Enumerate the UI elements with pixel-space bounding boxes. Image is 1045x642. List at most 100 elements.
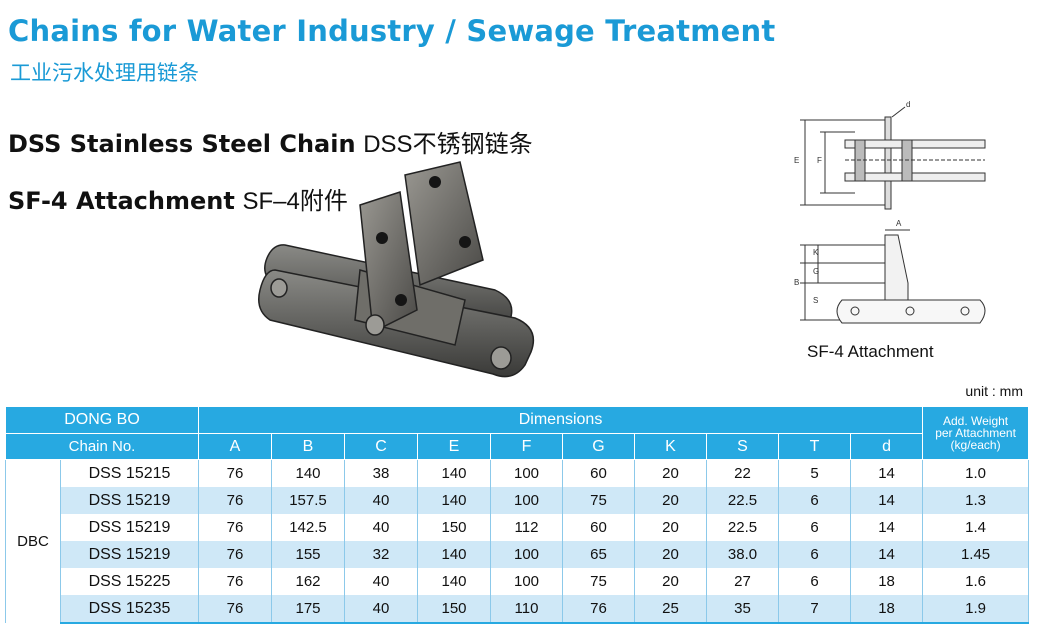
col-header-B: B <box>271 433 345 460</box>
table-row: DSS 15235 76 175 40 150 110 76 25 35 7 1… <box>6 595 1030 624</box>
dim-label-S: S <box>813 296 818 305</box>
cell-A: 76 <box>198 568 272 595</box>
cell-G: 60 <box>562 514 635 541</box>
cell-B: 162 <box>271 568 345 595</box>
col-header-S: S <box>706 433 779 460</box>
cell-weight: 1.45 <box>922 541 1030 568</box>
cell-A: 76 <box>198 541 272 568</box>
cell-B: 175 <box>271 595 345 624</box>
chain-no-cell: DSS 15215 <box>60 459 199 487</box>
page-subtitle: 工业污水处理用链条 <box>10 61 199 85</box>
cell-S: 35 <box>706 595 779 624</box>
cell-B: 140 <box>271 459 345 487</box>
chain-no-header: Chain No. <box>5 433 199 460</box>
drawing-caption: SF-4 Attachment <box>807 342 934 361</box>
table-row: DSS 15219 76 157.5 40 140 100 75 20 22.5… <box>6 487 1030 514</box>
cell-K: 20 <box>634 459 707 487</box>
cell-B: 155 <box>271 541 345 568</box>
cell-K: 25 <box>634 595 707 624</box>
cell-K: 20 <box>634 514 707 541</box>
cell-C: 40 <box>344 514 418 541</box>
col-header-d: d <box>849 433 924 460</box>
unit-label: unit : mm <box>965 383 1023 399</box>
dim-label-d: d <box>906 100 910 109</box>
cell-C: 40 <box>344 487 418 514</box>
dimensions-header: Dimensions <box>197 406 924 434</box>
cell-A: 76 <box>198 487 272 514</box>
dim-label-F: F <box>817 156 822 165</box>
cell-F: 100 <box>490 568 563 595</box>
attachment-technical-drawing: d E F A B K G S <box>794 100 986 324</box>
dim-label-K: K <box>813 248 819 257</box>
cell-weight: 1.9 <box>922 595 1030 624</box>
cell-A: 76 <box>198 514 272 541</box>
cell-K: 20 <box>634 487 707 514</box>
chain-heading-chinese: DSS不锈钢链条 <box>363 131 533 158</box>
cell-F: 100 <box>490 459 563 487</box>
attachment-heading-english: SF-4 Attachment <box>8 187 235 215</box>
table-row: DBC DSS 15215 76 140 38 140 100 60 20 22… <box>5 459 1030 623</box>
cell-E: 140 <box>417 568 491 595</box>
cell-E: 140 <box>417 541 491 568</box>
dim-label-G: G <box>813 267 819 276</box>
cell-A: 76 <box>198 459 272 487</box>
cell-G: 75 <box>562 568 635 595</box>
page-title: Chains for Water Industry / Sewage Treat… <box>8 14 776 48</box>
chain-no-cell: DSS 15219 <box>60 514 199 541</box>
chain-heading-english: DSS Stainless Steel Chain <box>8 130 356 158</box>
group-cell: DBC <box>5 459 61 623</box>
cell-T: 6 <box>778 541 851 568</box>
cell-T: 5 <box>778 459 851 487</box>
cell-E: 150 <box>417 514 491 541</box>
chain-no-cell: DSS 15225 <box>60 568 199 595</box>
cell-E: 140 <box>417 459 491 487</box>
table-row: DSS 15219 76 155 32 140 100 65 20 38.0 6… <box>6 541 1030 568</box>
cell-F: 100 <box>490 487 563 514</box>
col-header-C: C <box>344 433 418 460</box>
cell-d: 14 <box>849 487 924 514</box>
add-weight-line1: Add. Weight <box>942 414 1009 428</box>
cell-K: 20 <box>634 541 707 568</box>
table-row: DSS 15225 76 162 40 140 100 75 20 27 6 1… <box>6 568 1030 595</box>
cell-B: 157.5 <box>271 487 345 514</box>
chain-no-cell: DSS 15219 <box>60 487 199 514</box>
col-header-K: K <box>634 433 707 460</box>
cell-S: 22.5 <box>706 487 779 514</box>
cell-S: 38.0 <box>706 541 779 568</box>
chain-heading: DSS Stainless Steel Chain DSS不锈钢链条 <box>8 124 533 159</box>
cell-G: 60 <box>562 459 635 487</box>
cell-d: 18 <box>849 595 924 624</box>
cell-T: 6 <box>778 487 851 514</box>
cell-S: 22 <box>706 459 779 487</box>
chain-product-photo <box>258 161 535 378</box>
cell-weight: 1.4 <box>922 514 1030 541</box>
col-header-G: G <box>562 433 635 460</box>
cell-d: 18 <box>849 568 924 595</box>
attachment-heading-chinese: SF–4附件 <box>242 188 348 215</box>
attachment-heading: SF-4 Attachment SF–4附件 <box>8 181 348 216</box>
cell-E: 150 <box>417 595 491 624</box>
table-row: DSS 15219 76 142.5 40 150 112 60 20 22.5… <box>6 514 1030 541</box>
cell-d: 14 <box>849 541 924 568</box>
dim-label-A: A <box>896 219 902 228</box>
cell-G: 76 <box>562 595 635 624</box>
chain-no-cell: DSS 15235 <box>60 595 199 624</box>
cell-B: 142.5 <box>271 514 345 541</box>
cell-C: 32 <box>344 541 418 568</box>
cell-C: 40 <box>344 595 418 624</box>
cell-F: 112 <box>490 514 563 541</box>
cell-E: 140 <box>417 487 491 514</box>
cell-G: 75 <box>562 487 635 514</box>
cell-S: 27 <box>706 568 779 595</box>
cell-T: 6 <box>778 568 851 595</box>
cell-A: 76 <box>198 595 272 624</box>
chain-no-cell: DSS 15219 <box>60 541 199 568</box>
add-weight-header: Add. Weight per Attachment (kg/each) <box>922 406 1030 460</box>
cell-C: 38 <box>344 459 418 487</box>
add-weight-line3: (kg/each) <box>950 438 1001 452</box>
col-header-F: F <box>490 433 563 460</box>
cell-F: 110 <box>490 595 563 624</box>
col-header-A: A <box>198 433 272 460</box>
dimensions-table: DONG BO Dimensions Add. Weight per Attac… <box>5 406 1030 624</box>
cell-S: 22.5 <box>706 514 779 541</box>
